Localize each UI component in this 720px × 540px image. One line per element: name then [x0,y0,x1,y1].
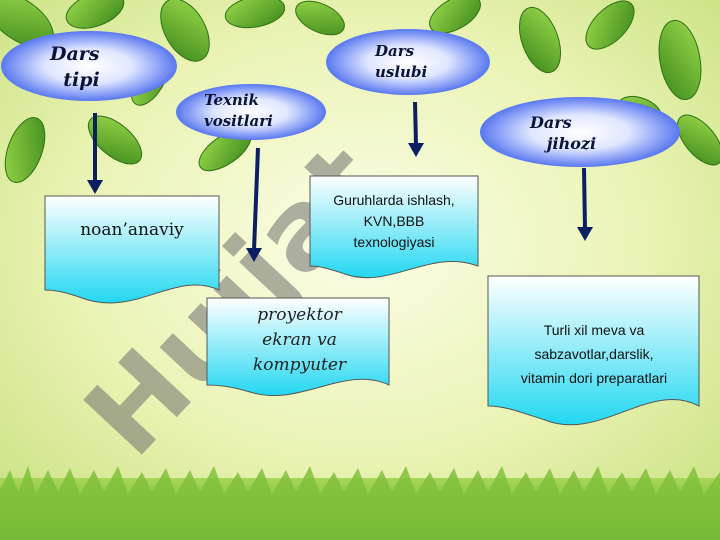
box-vositalari [206,297,390,397]
heading-dars-tipi: Dars tipi [50,43,100,91]
heading-dars-jihozi: Dars jihozi [530,113,597,153]
arrow-uslubi [413,101,418,146]
grass-decoration [0,466,720,540]
arrows [87,101,593,262]
box-jihozi [487,275,700,426]
arrow-jihozi [582,167,587,230]
arrow-vositalari [252,147,260,251]
box-uslubi [309,175,479,279]
text-jihozi: Turli xil meva va sabzavotlar,darslik, v… [520,322,668,386]
oval-texnik-vositalari [176,84,326,140]
oval-dars-jihozi [480,97,680,167]
text-tipi: noan’anaviy [80,220,184,240]
heading-dars-uslubi: Dars uslubi [375,42,428,81]
heading-texnik-vositalari: Texnik vositlari [204,91,273,130]
oval-dars-uslubi [326,29,490,95]
text-vositalari: proyektor ekran va kompyuter [252,305,347,375]
text-uslubi: Guruhlarda ishlash, KVN,BBB texnologiyas… [333,192,455,250]
box-tipi [44,195,220,304]
oval-dars-tipi [1,31,177,101]
